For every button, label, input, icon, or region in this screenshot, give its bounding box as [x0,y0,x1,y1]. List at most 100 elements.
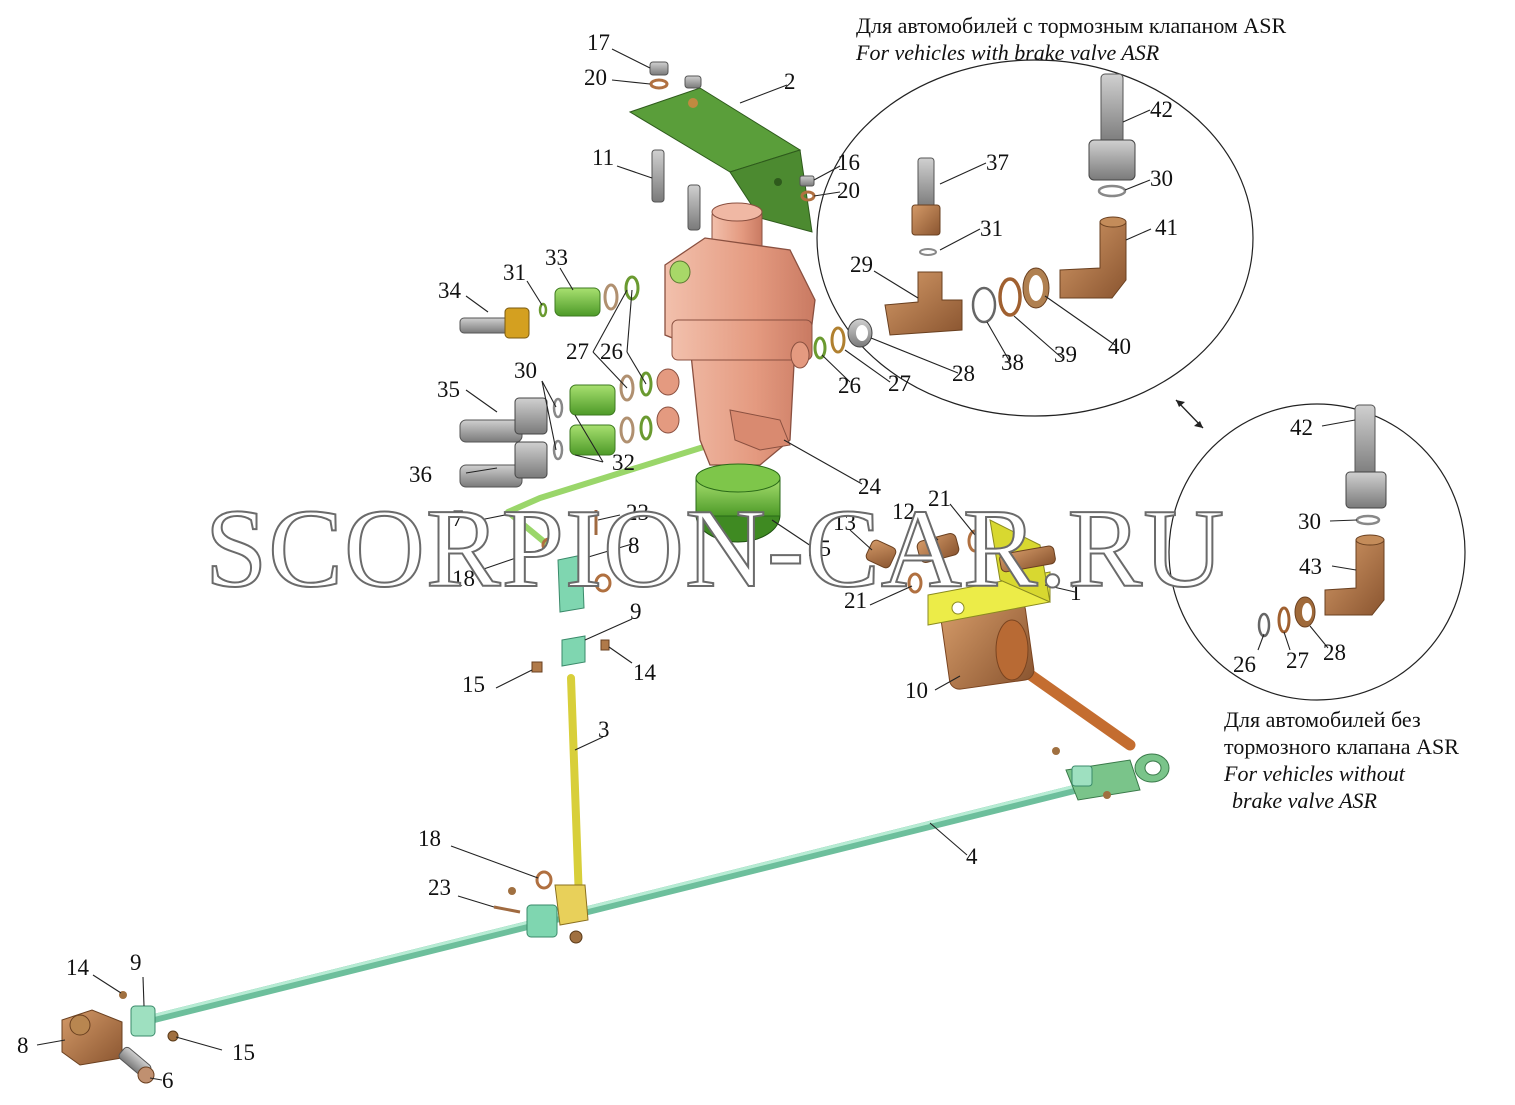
ring-27-b [619,416,635,444]
part-number-label: 13 [833,510,856,535]
part-number-label: 29 [850,252,873,277]
part-number-label: 10 [905,678,928,703]
block-8-lower [61,1009,123,1066]
clamp-lower-joint [526,904,558,938]
port-right [790,341,810,369]
part-number-label: 12 [892,499,915,524]
elbow-43-top [1355,534,1385,546]
part-number-label: 18 [418,826,441,851]
lever-joint [554,884,589,926]
washer-18-upper [541,537,557,553]
part-number-label: 16 [837,150,860,175]
ring-28-noasr-hole [1302,603,1312,621]
part-number-label: 2 [784,69,796,94]
rod-4 [135,783,1085,1027]
part-13 [865,539,897,569]
bracket-2-hole [688,98,698,108]
part-number-label: 41 [1155,215,1178,240]
ring-27-a [619,374,635,402]
bolt-11-a [651,149,665,203]
block-8-hole [69,1014,91,1036]
part-number-label: 39 [1054,342,1077,367]
washer-18-lower [535,870,553,890]
part-number-label: 3 [598,717,610,742]
clamp-right-joint [1071,765,1093,787]
caption-with-asr-en: For vehicles with brake valve ASR [856,40,1160,65]
nut-36 [514,441,548,479]
tee-29 [884,271,963,336]
part-42-top [1100,73,1124,145]
part-number-label: 34 [438,278,462,303]
part-number-label: 31 [503,260,526,285]
nut-35 [514,397,548,435]
weight-10-face [995,619,1029,681]
ring-28-hole [856,325,868,341]
ring-30-asr [1097,184,1127,198]
caption-without-asr-ru-1: Для автомобилей без [1224,707,1421,732]
ring-40-hole [1029,275,1043,301]
part-42-noasr [1354,404,1376,478]
caption-without-asr-ru-2: тормозного клапана ASR [1224,734,1459,759]
watermark: SCORPION-CAR.RU [204,487,1226,611]
bracket-2-hole-b [774,178,782,186]
rod-7 [505,442,711,548]
valve-top-port-face [711,202,763,222]
part-34 [459,317,511,334]
part-number-label: 18 [452,566,475,591]
fitting-32-b [569,424,616,456]
nut-17 [649,61,669,76]
nut-16 [799,175,815,187]
part-number-label: 26 [1233,652,1256,677]
part-number-label: 35 [437,377,460,402]
part-number-label: 9 [130,950,142,975]
part-number-label: 20 [837,178,860,203]
part-number-label: 38 [1001,350,1024,375]
part-number-label: 36 [409,462,432,487]
part-number-label: 27 [888,371,911,396]
part-number-label: 27 [1286,648,1309,673]
part-number-label: 23 [626,500,649,525]
ring-26-c [639,371,653,397]
ring-31-asr [919,248,937,256]
bolt-11-b [687,184,701,231]
part-number-label: 30 [1150,166,1173,191]
part-number-label: 14 [633,660,657,685]
rod-3 [567,674,583,904]
part-number-labels: 1234678899101112131414151516171818202021… [17,30,1346,1093]
part-number-label: 37 [986,150,1009,175]
part-number-label: 4 [966,844,978,869]
part-35 [459,419,523,443]
ring-30-a [552,397,564,419]
part-36 [459,464,523,488]
nut-37 [911,204,941,236]
caption-without-asr: Для автомобилей без тормозного клапана A… [1224,706,1459,814]
bolt-right-joint [1052,747,1060,755]
clamp-9-lower [130,1005,156,1037]
caption-without-asr-en-2: brake valve ASR [1232,788,1377,813]
nut-34 [504,307,530,339]
part-number-label: 28 [1323,640,1346,665]
bolt-lower-joint [508,887,516,895]
port-left-1 [669,260,691,284]
part-number-label: 8 [628,533,640,558]
fitting-32-a [569,384,616,416]
part-number-label: 6 [162,1068,174,1093]
ring-30-noasr [1355,514,1381,526]
bolt-14-upper [600,639,610,651]
part-number-label: 25 [808,536,831,561]
washer-21-b [907,572,923,594]
alternative-arrow-head-b [1194,421,1203,428]
ring-38 [971,286,997,324]
ring-26-b [624,275,640,301]
part-number-label: 26 [600,339,623,364]
ring-26-asr [813,336,827,360]
part-number-label: 40 [1108,334,1131,359]
alternative-arrow-head-a [1176,400,1185,407]
nut-15-lower [167,1030,179,1042]
part-number-label: 11 [592,145,614,170]
part-number-label: 27 [566,339,589,364]
part-number-label: 15 [462,672,485,697]
rod-end-eye-hole [1144,760,1162,776]
part-number-label: 1 [1070,580,1082,605]
